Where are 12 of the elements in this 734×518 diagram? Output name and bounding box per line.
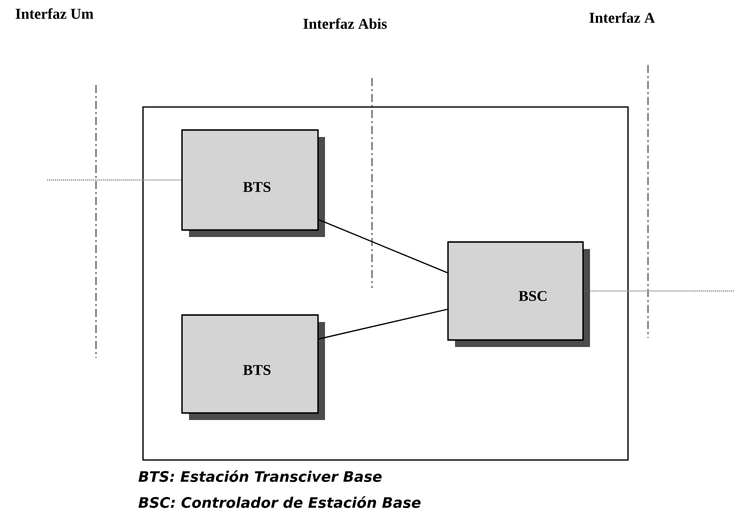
- interface-label: Interfaz Um: [16, 8, 94, 19]
- connector-line: [318, 308, 448, 340]
- connector-line: [318, 219, 448, 274]
- connector-line: [583, 290, 734, 292]
- interface-label: Interfaz A: [590, 12, 655, 23]
- process-box: BTS: [181, 314, 325, 420]
- interface-label: Interfaz Abis: [303, 18, 387, 29]
- system-frame: [142, 106, 629, 461]
- abbreviation-note: BSC: Controlador de Estación Base: [138, 496, 421, 508]
- process-box: BTS: [181, 129, 325, 237]
- process-box: BSC: [447, 241, 590, 347]
- abbreviation-note: BTS: Estación Transciver Base: [138, 470, 382, 482]
